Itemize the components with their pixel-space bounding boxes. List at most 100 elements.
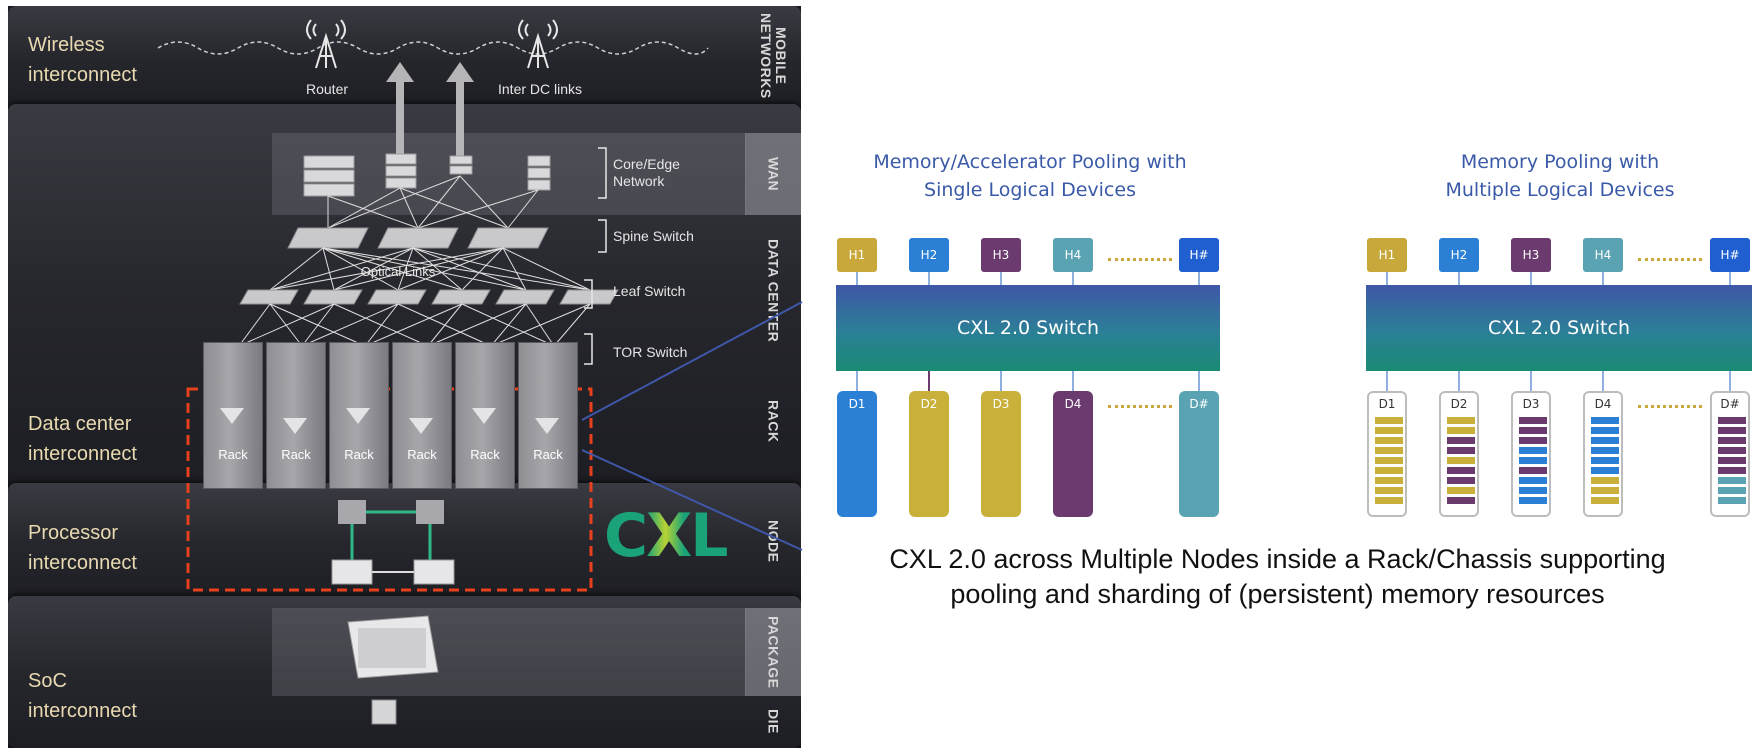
side-tab-package: PACKAGE <box>745 608 801 696</box>
die-icon <box>371 699 397 725</box>
memory-slice <box>1718 477 1746 484</box>
rack-label: Rack <box>344 447 374 462</box>
layer-label-processor: Processor interconnect <box>28 522 137 574</box>
memory-slice <box>1375 487 1403 494</box>
side-tab-mobile-networks: MOBILE NETWORKS <box>758 13 789 99</box>
memory-slice <box>1591 457 1619 464</box>
layer-label-soc: SoC interconnect <box>28 670 137 722</box>
side-tab-data-center: DATA CENTER <box>765 239 782 343</box>
cxl-logo: CXL <box>604 501 729 571</box>
memory-slice <box>1519 497 1547 504</box>
multi-ld-device-5: D# <box>1710 391 1750 517</box>
single-ld-device-1: D1 <box>837 391 877 517</box>
memory-slice <box>1519 467 1547 474</box>
multi-ld-host-chip-1: H1 <box>1367 238 1407 272</box>
spine-links <box>327 175 539 229</box>
memory-slice <box>1718 497 1746 504</box>
memory-slice <box>1591 447 1619 454</box>
memory-slice <box>1447 417 1475 424</box>
side-tab-wan: WAN <box>745 133 801 215</box>
router-antenna-icon <box>306 19 346 69</box>
memory-slice <box>1591 477 1619 484</box>
multi-ld-host-chip-2: H2 <box>1439 238 1479 272</box>
single-ld-device-2: D2 <box>909 391 949 517</box>
single-ld-host-chip-1: H1 <box>837 238 877 272</box>
multi-ld-cxl-switch: CXL 2.0 Switch <box>1366 285 1752 371</box>
memory-slice <box>1447 457 1475 464</box>
rack-5: Rack <box>455 342 515 489</box>
memory-slice <box>1447 467 1475 474</box>
spine-switch-label: Spine Switch <box>613 228 694 244</box>
multi-ld-device-label: D# <box>1720 397 1740 411</box>
memory-slice <box>1447 487 1475 494</box>
core-edge-devices <box>303 153 551 197</box>
memory-slice <box>1519 477 1547 484</box>
leaf-switch-label: Leaf Switch <box>613 283 686 299</box>
inter-dc-antenna-icon <box>518 19 558 69</box>
memory-slice <box>1519 487 1547 494</box>
package-chip-icon <box>347 615 439 679</box>
memory-slice <box>1519 437 1547 444</box>
single-ld-cxl-switch: CXL 2.0 Switch <box>836 285 1220 371</box>
memory-slice <box>1519 417 1547 424</box>
spine-switch-icons <box>287 227 549 249</box>
multi-ld-host-chip-3: H3 <box>1511 238 1551 272</box>
rack-label: Rack <box>281 447 311 462</box>
single-ld-title: Memory/Accelerator Pooling with Single L… <box>873 151 1187 201</box>
multi-ld-host-chip-4: H4 <box>1583 238 1623 272</box>
rack-6: Rack <box>518 342 578 489</box>
memory-slice <box>1375 427 1403 434</box>
rack-label: Rack <box>533 447 563 462</box>
multi-ld-device-label: D3 <box>1522 397 1540 411</box>
single-ld-device-label: D4 <box>1064 397 1082 411</box>
figure-caption: CXL 2.0 across Multiple Nodes inside a R… <box>889 544 1666 609</box>
memory-slice <box>1718 457 1746 464</box>
rack-2: Rack <box>266 342 326 489</box>
single-ld-device-label: D# <box>1189 397 1209 411</box>
core-edge-network-label: Core/Edge Network <box>613 156 680 189</box>
router-label: Router <box>306 81 349 97</box>
single-ld-host-chip-5: H# <box>1179 238 1219 272</box>
rack-label: Rack <box>218 447 248 462</box>
memory-slice <box>1375 457 1403 464</box>
memory-slice <box>1447 477 1475 484</box>
memory-slice <box>1519 457 1547 464</box>
multi-ld-device-2: D2 <box>1439 391 1479 517</box>
leaf-switch-icons <box>239 289 619 305</box>
multi-ld-device-3: D3 <box>1511 391 1551 517</box>
memory-slice <box>1375 417 1403 424</box>
single-ld-device-ellipsis <box>1108 405 1172 408</box>
memory-slice <box>1718 447 1746 454</box>
tier-brackets <box>584 147 607 365</box>
memory-slice <box>1718 437 1746 444</box>
side-tab-die: DIE <box>765 708 782 734</box>
memory-slice <box>1519 447 1547 454</box>
single-ld-device-4: D4 <box>1053 391 1093 517</box>
memory-slice <box>1591 487 1619 494</box>
uplink-arrows <box>386 62 474 158</box>
memory-slice <box>1718 417 1746 424</box>
single-ld-host-chip-4: H4 <box>1053 238 1093 272</box>
multi-ld-title: Memory Pooling with Multiple Logical Dev… <box>1445 151 1675 201</box>
network-topology-graphic <box>157 19 709 725</box>
memory-slice <box>1519 427 1547 434</box>
single-ld-device-label: D3 <box>992 397 1010 411</box>
rack-4: Rack <box>392 342 452 489</box>
layer-label-wireless: Wireless interconnect <box>28 34 137 86</box>
memory-slice <box>1591 437 1619 444</box>
single-ld-host-chip-3: H3 <box>981 238 1021 272</box>
interconnect-hierarchy-panel: MOBILE NETWORKS WAN DATA CENTER RACK NOD… <box>8 6 801 748</box>
side-tab-rack: RACK <box>765 399 782 443</box>
inter-dc-links-label: Inter DC links <box>498 81 583 97</box>
optical-links <box>269 247 591 291</box>
memory-slice <box>1718 427 1746 434</box>
single-ld-host-ellipsis <box>1108 258 1172 261</box>
memory-slice <box>1375 497 1403 504</box>
memory-slice <box>1718 487 1746 494</box>
rack-arrow-icons: Optical Links <box>220 264 559 434</box>
memory-slice <box>1375 477 1403 484</box>
multi-ld-device-label: D1 <box>1378 397 1396 411</box>
memory-slice <box>1375 467 1403 474</box>
